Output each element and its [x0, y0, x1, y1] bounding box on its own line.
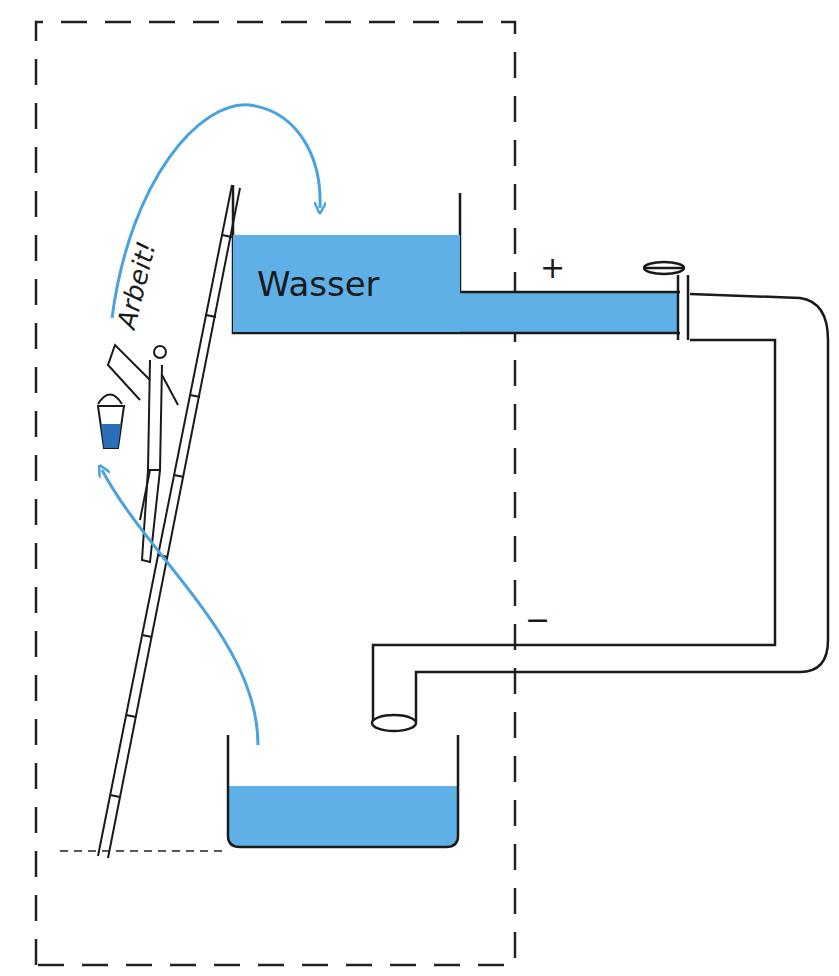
valve-symbol [644, 262, 688, 340]
spout [372, 715, 416, 731]
tank-label: Wasser [257, 264, 436, 304]
upper-tank [233, 185, 828, 722]
plus-sign: + [540, 250, 565, 285]
minus-sign: − [525, 602, 550, 637]
system-boundary [36, 22, 515, 965]
lift-arrow [102, 470, 258, 745]
pipe-water [460, 293, 678, 333]
bucket [98, 395, 124, 449]
water-tank: Wasser [233, 235, 460, 332]
ladder [98, 185, 240, 858]
lower-water [229, 786, 457, 846]
lower-tank [228, 735, 458, 847]
ground-line [60, 850, 228, 852]
